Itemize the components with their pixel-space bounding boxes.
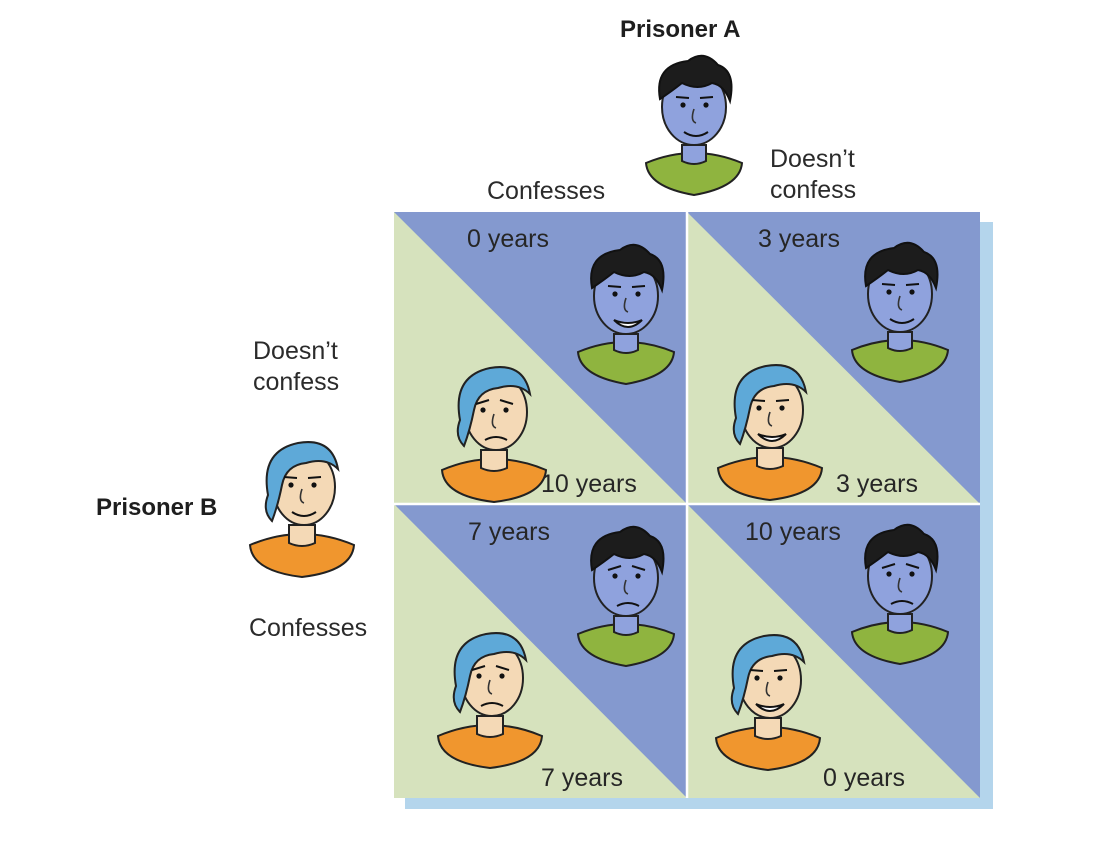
- cell-2-prisoner-a-years: 3 years: [758, 225, 840, 253]
- column-label-doesnt-line1: Doesn’t: [770, 145, 855, 173]
- cell-3-prisoner-b-years: 7 years: [541, 764, 623, 792]
- cell-1-prisoner-a-years: 0 years: [467, 225, 549, 253]
- prisoner-b-side-face: [249, 441, 355, 578]
- cell-4-prisoner-b-years: 0 years: [823, 764, 905, 792]
- row-label-confesses: Confesses: [249, 614, 368, 642]
- row-label-doesnt-confess: Doesn’t confess: [253, 336, 339, 398]
- column-label-confesses: Confesses: [487, 177, 606, 205]
- cell-1-prisoner-b-years: 10 years: [541, 470, 637, 498]
- row-label-doesnt-line2: confess: [253, 368, 340, 396]
- prisoner-a-header-face: [645, 54, 743, 196]
- row-label-doesnt-line1: Doesn’t: [253, 337, 338, 365]
- prisoner-a-label: Prisoner A: [620, 16, 741, 43]
- column-label-doesnt-line2: confess: [770, 176, 857, 204]
- cell-2-prisoner-b-years: 3 years: [836, 470, 918, 498]
- prisoner-b-label: Prisoner B: [96, 494, 218, 521]
- column-label-doesnt-confess: Doesn’t confess: [770, 144, 856, 206]
- cell-4-prisoner-a-years: 10 years: [745, 518, 841, 546]
- cell-3-prisoner-a-years: 7 years: [468, 518, 550, 546]
